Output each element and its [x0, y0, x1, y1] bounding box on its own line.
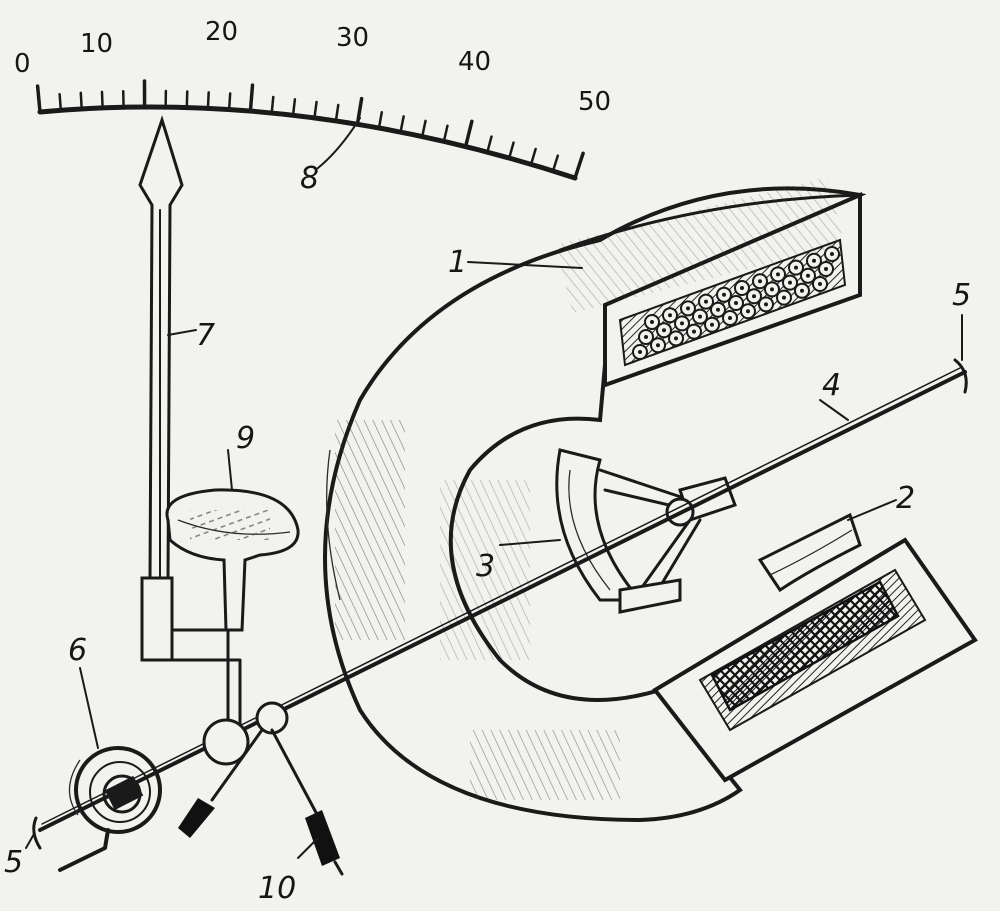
scale-tick [573, 151, 585, 180]
label-scale: 8 [300, 161, 319, 196]
damper-leader [227, 449, 233, 491]
winding-wire-core [722, 292, 726, 297]
label-pivot-bottom: 5 [4, 845, 23, 880]
winding-wire-core [668, 313, 672, 318]
scale-tick [248, 83, 255, 113]
coil-body [323, 177, 867, 823]
axle [38, 366, 967, 832]
damper-vane [165, 488, 300, 632]
winding-wire-core [680, 321, 684, 326]
coil-windings [632, 246, 840, 360]
scale-tick [551, 154, 560, 173]
label-fixed-vane: 2 [896, 481, 915, 516]
scale-tick [58, 93, 63, 112]
bearing [202, 701, 289, 766]
winding-wire-core [812, 258, 816, 263]
scale-leader [317, 117, 361, 169]
winding-wire-core [638, 350, 642, 354]
pivot-bottom [32, 816, 42, 850]
pointer-leader [167, 329, 197, 336]
winding-wire-core [704, 299, 708, 304]
scale-tick-labels: 0 10 20 30 40 50 [14, 17, 611, 117]
winding-wire-core [752, 294, 756, 299]
label-moving-vane: 3 [476, 549, 495, 584]
label-coil: 1 [448, 245, 467, 280]
winding-wire-core [662, 328, 666, 333]
winding-wire-core [692, 329, 696, 334]
scale-tick [442, 124, 449, 143]
scale-tick [79, 91, 83, 111]
winding-wire-core [746, 309, 750, 314]
winding-wire-core [710, 322, 714, 327]
winding-wire-core [782, 295, 786, 300]
scale-tick [463, 119, 474, 149]
scale-tick [486, 135, 493, 154]
spring [58, 746, 162, 872]
fixed-vane-leader [847, 499, 897, 521]
winding-wire-core [764, 302, 768, 307]
winding-wire-core [830, 252, 834, 256]
pivot-top [953, 358, 968, 394]
winding-wire-core [770, 287, 774, 292]
winding-wire-core [674, 336, 678, 341]
winding-wire-core [818, 282, 822, 286]
moving-vane-leader [499, 539, 561, 546]
winding-wire-core [824, 267, 828, 271]
counterweight-leader [297, 837, 319, 859]
scale-tick [313, 100, 318, 120]
winding-wire-core [698, 314, 702, 319]
scale-tick [334, 103, 340, 123]
scale-tick [270, 95, 275, 115]
winding-wire-core [806, 273, 810, 278]
tick-label-40: 40 [458, 47, 491, 77]
scale-tick [100, 90, 104, 110]
scale-tick [227, 92, 232, 111]
scale-arc [35, 79, 585, 181]
scale-tick [377, 110, 384, 130]
scale-tick [291, 98, 297, 117]
scale-tick [35, 84, 42, 114]
winding-wire-core [686, 306, 690, 311]
pointer [138, 115, 242, 737]
axle-leader [819, 399, 849, 421]
tick-label-30: 30 [336, 23, 369, 53]
label-pointer: 7 [196, 318, 215, 353]
scale-tick [399, 115, 405, 134]
scale-tick [529, 147, 537, 166]
scale-tick [206, 91, 210, 110]
label-damper: 9 [236, 421, 255, 456]
winding-wire-core [650, 320, 654, 324]
scale-ticks [35, 79, 585, 180]
scale-tick [507, 141, 515, 160]
coil-leader [467, 261, 583, 269]
winding-wire-core [788, 280, 792, 285]
tick-label-0: 0 [14, 49, 31, 79]
label-axle: 4 [822, 368, 841, 403]
winding-wire-core [740, 286, 744, 290]
winding-wire-core [776, 272, 780, 277]
label-spring: 6 [68, 633, 87, 668]
winding-wire-core [734, 301, 738, 305]
winding-wire-core [728, 316, 732, 320]
tick-label-10: 10 [80, 29, 113, 59]
label-counterweight: 10 [258, 871, 296, 906]
tick-label-20: 20 [205, 17, 238, 47]
winding-wire-core [794, 265, 798, 270]
pivot-bottom-leader [25, 833, 35, 849]
counterweight [178, 728, 344, 876]
winding-wire-core [800, 288, 804, 293]
winding-wire-core [716, 307, 720, 312]
scale-tick [420, 119, 427, 138]
winding-wire-core [758, 279, 762, 284]
fixed-vane-assembly [652, 512, 978, 783]
label-pivot-top: 5 [952, 278, 971, 313]
winding-wire-core [644, 335, 648, 339]
winding-wire-core [656, 343, 660, 348]
spring-leader [79, 667, 99, 749]
tick-label-50: 50 [578, 87, 611, 117]
